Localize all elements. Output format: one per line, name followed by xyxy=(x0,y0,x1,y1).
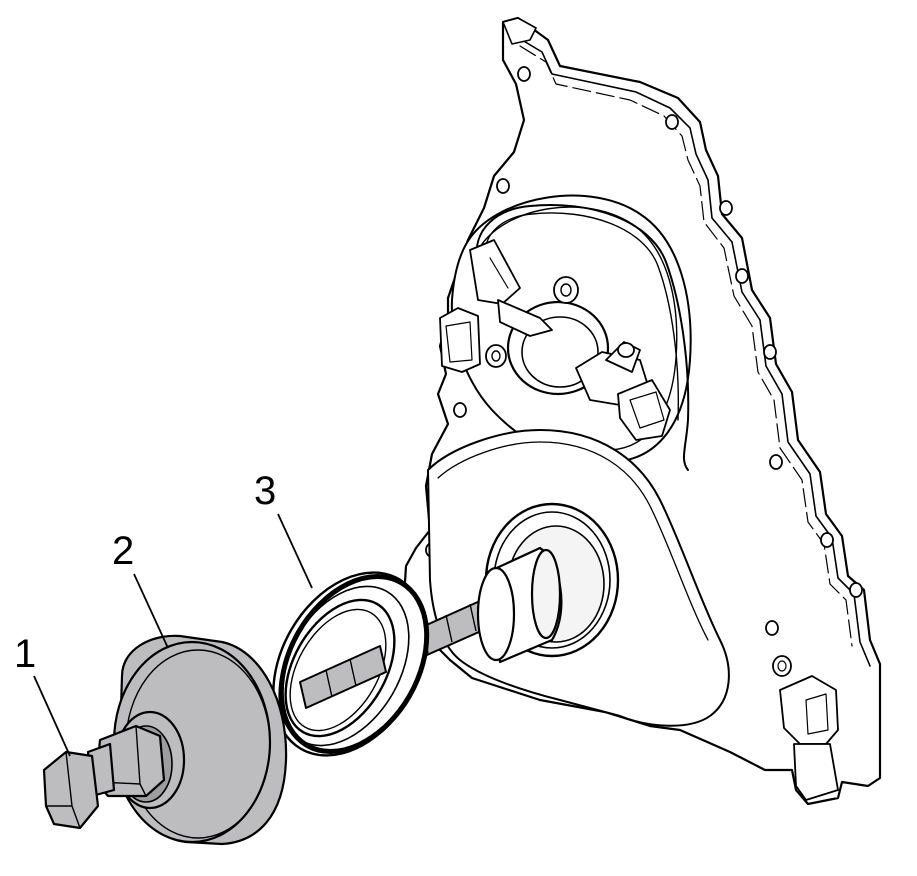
callout-label-1: 1 xyxy=(14,632,36,676)
sensor-connector-right xyxy=(575,341,671,441)
front-cover-flange xyxy=(511,33,871,667)
sensor-connector-left xyxy=(439,239,553,373)
callout-1: 1 xyxy=(14,632,71,757)
oil-pressure-sensor-connector xyxy=(772,655,839,801)
engine-front-cover xyxy=(402,16,882,806)
callout-label-2: 2 xyxy=(112,529,134,573)
installer-adapter xyxy=(476,546,563,664)
wiring-harness xyxy=(475,204,690,471)
callout-3: 3 xyxy=(254,469,313,589)
callout-2: 2 xyxy=(112,529,169,649)
installer-bolt xyxy=(42,724,166,830)
callout-label-3: 3 xyxy=(254,469,276,513)
